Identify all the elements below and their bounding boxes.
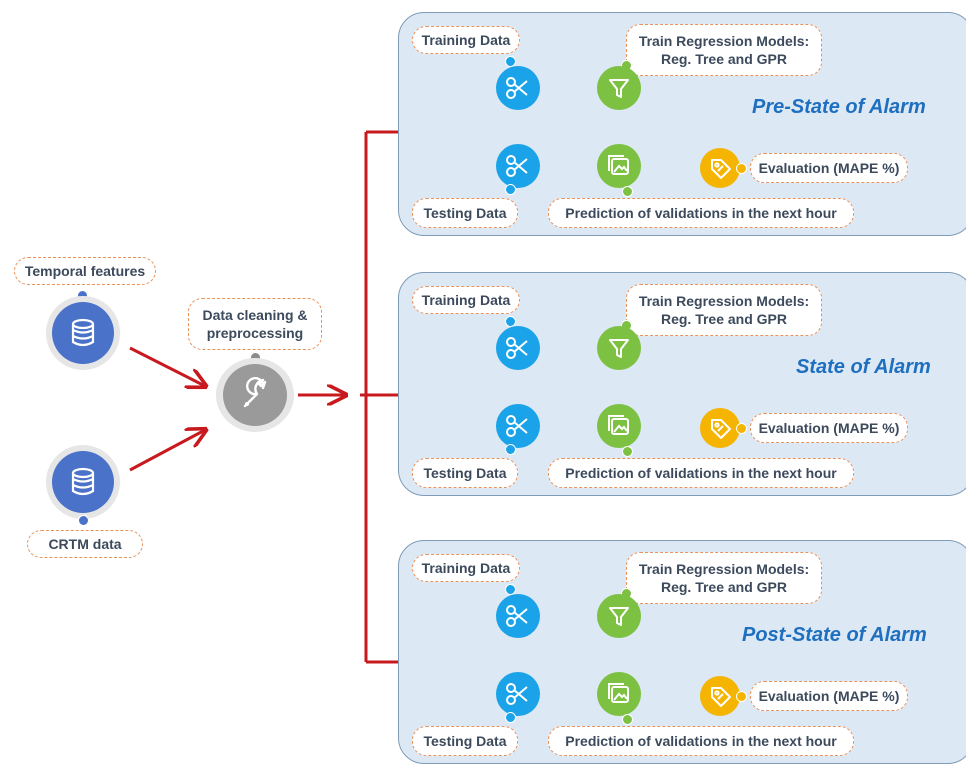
train-models-label-line2: Reg. Tree and GPR xyxy=(660,311,788,327)
connector-dot xyxy=(736,423,747,434)
connector-dot xyxy=(505,444,516,455)
temporal-features-label: Temporal features xyxy=(14,257,156,285)
testing-split-node xyxy=(496,404,540,448)
train-models-label: Train Regression Models: Reg. Tree and G… xyxy=(626,284,822,336)
database-icon xyxy=(52,451,114,513)
testing-data-label: Testing Data xyxy=(412,458,518,488)
connector-dot xyxy=(622,446,633,457)
train-models-label: Train Regression Models: Reg. Tree and G… xyxy=(626,552,822,604)
funnel-icon xyxy=(609,79,629,98)
scenario-title: Pre-State of Alarm xyxy=(752,96,926,118)
preprocessing-label-line2: preprocessing xyxy=(206,325,304,341)
prediction-node xyxy=(597,672,641,716)
training-data-label: Training Data xyxy=(412,286,520,314)
connector-dot xyxy=(505,184,516,195)
prediction-label: Prediction of validations in the next ho… xyxy=(548,726,854,756)
wrench-icon xyxy=(223,364,287,426)
price-tag-icon xyxy=(711,159,731,179)
testing-data-label: Testing Data xyxy=(412,726,518,756)
training-split-node xyxy=(496,326,540,370)
train-models-node xyxy=(597,66,641,110)
train-models-label-line1: Train Regression Models: xyxy=(638,33,810,49)
testing-split-node xyxy=(496,144,540,188)
funnel-icon xyxy=(609,339,629,358)
train-models-node xyxy=(597,594,641,638)
connector-dot xyxy=(622,714,633,725)
image-icon xyxy=(608,683,629,703)
scissors-icon xyxy=(506,155,528,177)
scissors-icon xyxy=(506,415,528,437)
evaluation-node xyxy=(700,676,740,716)
scissors-icon xyxy=(506,337,528,359)
train-models-label-line1: Train Regression Models: xyxy=(638,561,810,577)
image-icon xyxy=(608,155,629,175)
connector-dot xyxy=(736,163,747,174)
prediction-label: Prediction of validations in the next ho… xyxy=(548,458,854,488)
scissors-icon xyxy=(506,605,528,627)
connector-dot xyxy=(505,712,516,723)
evaluation-node xyxy=(700,408,740,448)
training-split-node xyxy=(496,66,540,110)
arrow-crtm-to-preprocessing xyxy=(129,430,205,472)
connector-dot xyxy=(622,186,633,197)
funnel-icon xyxy=(609,607,629,626)
evaluation-label: Evaluation (MAPE %) xyxy=(750,413,908,443)
testing-split-node xyxy=(496,672,540,716)
price-tag-icon xyxy=(711,687,731,707)
prediction-label: Prediction of validations in the next ho… xyxy=(548,198,854,228)
training-data-label: Training Data xyxy=(412,554,520,582)
crtm-data-label: CRTM data xyxy=(27,530,143,558)
prediction-node xyxy=(597,144,641,188)
testing-data-label: Testing Data xyxy=(412,198,518,228)
price-tag-icon xyxy=(711,419,731,439)
preprocessing-label: Data cleaning & preprocessing xyxy=(188,298,322,350)
connector-dot xyxy=(736,691,747,702)
scenario-title: State of Alarm xyxy=(796,356,931,378)
prediction-node xyxy=(597,404,641,448)
train-models-node xyxy=(597,326,641,370)
train-models-label-line2: Reg. Tree and GPR xyxy=(660,51,788,67)
image-icon xyxy=(608,415,629,435)
train-models-label-line2: Reg. Tree and GPR xyxy=(660,579,788,595)
evaluation-label: Evaluation (MAPE %) xyxy=(750,153,908,183)
train-models-label-line1: Train Regression Models: xyxy=(638,293,810,309)
arrow-temporal-to-preprocessing xyxy=(129,346,205,386)
evaluation-node xyxy=(700,148,740,188)
evaluation-label: Evaluation (MAPE %) xyxy=(750,681,908,711)
training-data-label: Training Data xyxy=(412,26,520,54)
database-icon xyxy=(52,302,114,364)
scissors-icon xyxy=(506,683,528,705)
preprocessing-label-line1: Data cleaning & xyxy=(202,307,308,323)
train-models-label: Train Regression Models: Reg. Tree and G… xyxy=(626,24,822,76)
scenario-title: Post-State of Alarm xyxy=(742,624,927,646)
training-split-node xyxy=(496,594,540,638)
scissors-icon xyxy=(506,77,528,99)
connector-dot xyxy=(78,515,89,526)
